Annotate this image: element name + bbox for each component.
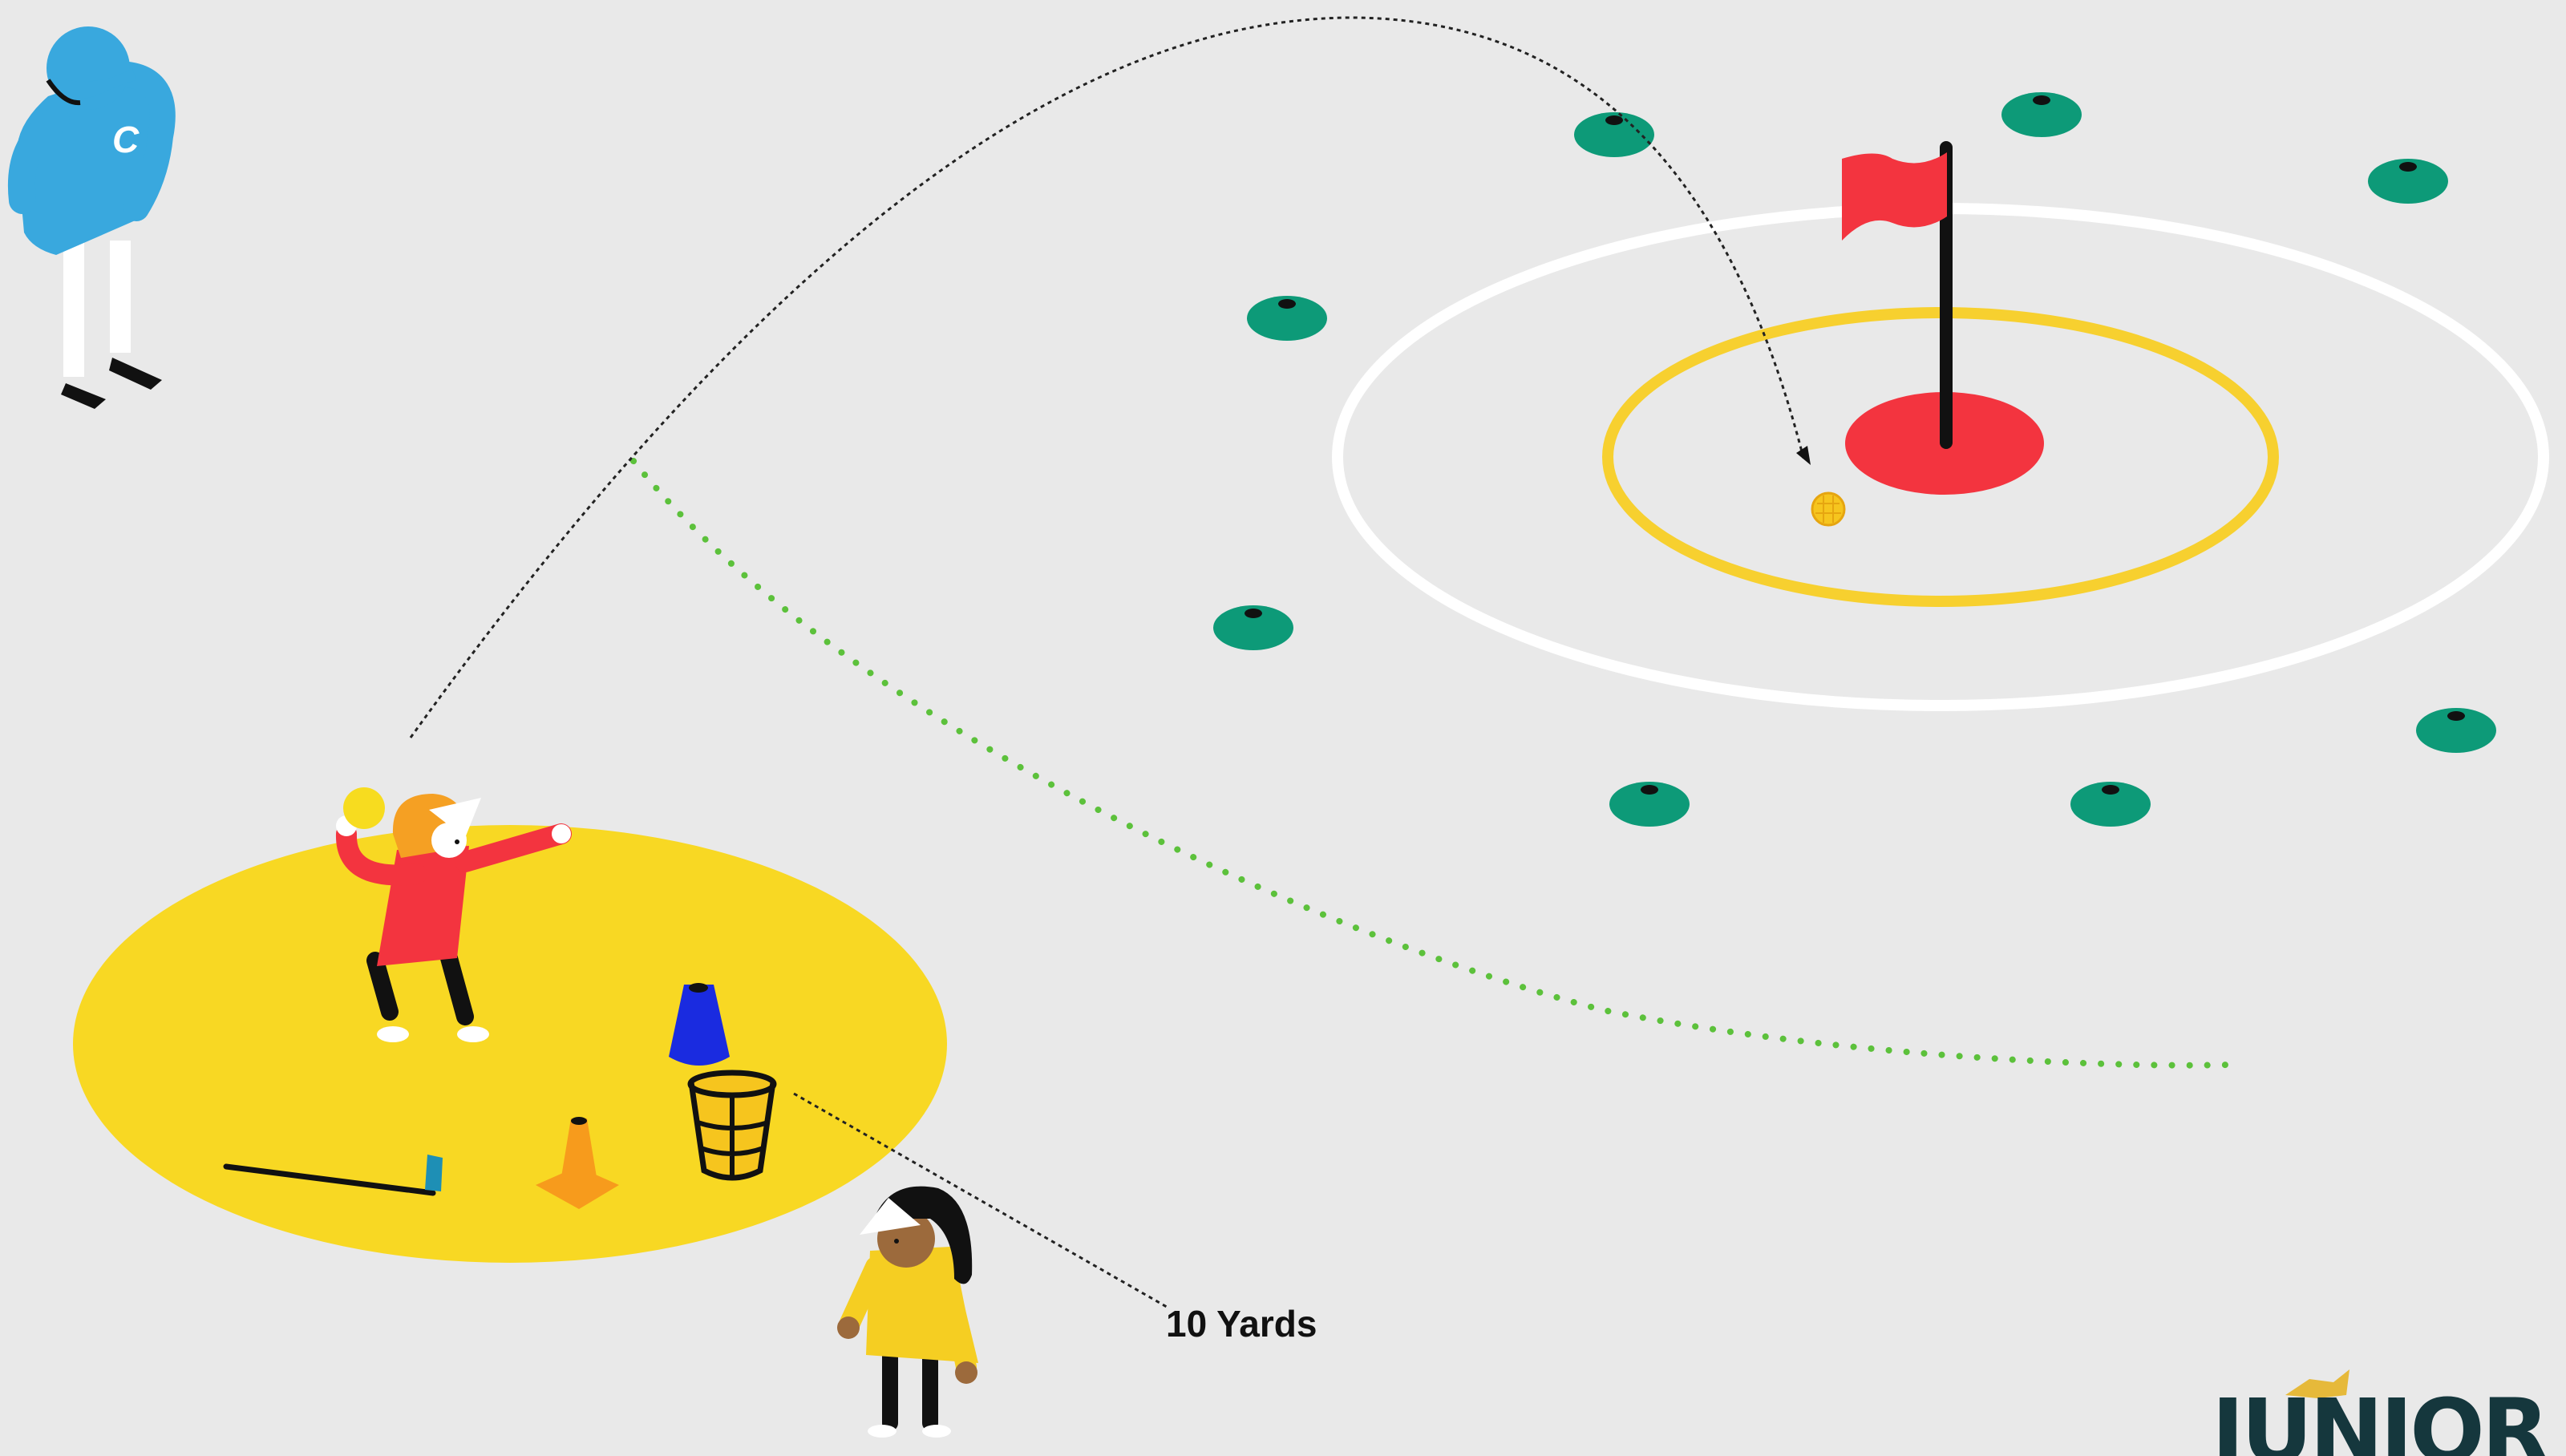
coach-shirt-letter: C bbox=[112, 119, 140, 160]
distance-label: 10 Yards bbox=[1166, 1302, 1317, 1345]
marker-cone-icon bbox=[2070, 782, 2151, 827]
brand-logo: JUNIOR bbox=[2205, 1363, 2566, 1456]
marker-cone-icon bbox=[1609, 782, 1690, 827]
trajectory-arrowhead bbox=[1796, 446, 1811, 465]
distance-pointer-line bbox=[794, 1094, 1167, 1307]
target-ball-icon bbox=[1812, 493, 1844, 525]
logo-text: JUNIOR bbox=[2212, 1387, 2546, 1456]
marker-cone-icon bbox=[2416, 708, 2496, 753]
marker-cone-icon bbox=[2368, 159, 2448, 204]
coach-figure-icon: C bbox=[17, 26, 166, 409]
ball-basket-icon bbox=[690, 1073, 774, 1180]
waiting-player-icon bbox=[837, 1187, 978, 1438]
marker-cone-icon bbox=[1574, 112, 1654, 157]
marker-cone-icon bbox=[1247, 296, 1327, 341]
marker-cone-icon bbox=[1213, 605, 1293, 650]
target-area bbox=[1338, 141, 2544, 706]
throw-zone bbox=[73, 825, 947, 1263]
marker-cone-icon bbox=[2001, 92, 2082, 137]
